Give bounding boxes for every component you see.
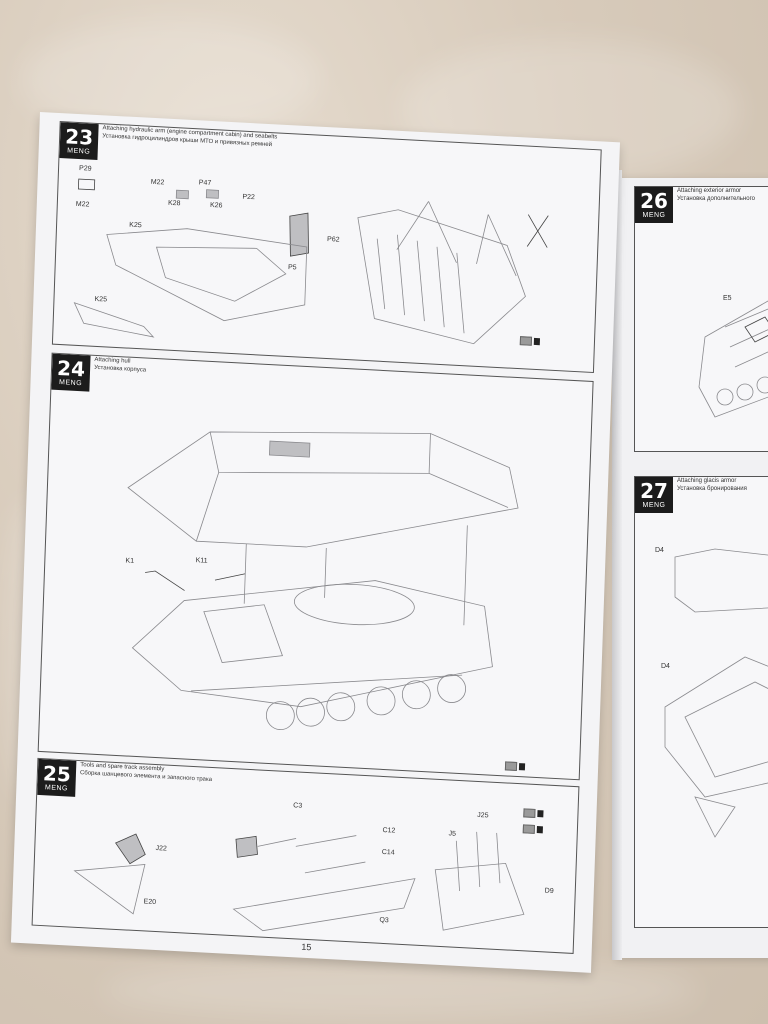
step-25-diagram	[73, 831, 525, 932]
step-27-header: 27 MENG Attaching glacis armor Установка…	[635, 477, 747, 513]
caption-ru: Установка дополнительного	[677, 196, 755, 202]
step-24-diagram	[127, 431, 519, 730]
paint-legend	[523, 808, 544, 818]
brush-icon	[533, 337, 541, 346]
page-gutter	[612, 170, 622, 960]
step-27-brand: MENG	[642, 501, 666, 509]
step-26-badge: 26 MENG	[635, 187, 673, 223]
paint-legend	[519, 336, 541, 346]
step-27-number: 27	[640, 478, 668, 503]
step-26-number: 26	[640, 188, 668, 213]
right-page: 26 MENG Attaching exterior armor Установ…	[618, 178, 768, 958]
paint-swatch-icon	[522, 824, 536, 834]
caption-ru: Установка бронирования	[677, 486, 747, 492]
step-26-panel: 26 MENG Attaching exterior armor Установ…	[634, 186, 768, 452]
background-fold	[100, 960, 700, 1020]
paint-swatch-icon	[523, 808, 536, 818]
paint-swatch-icon	[504, 761, 518, 771]
step-27-diagram	[664, 548, 768, 838]
step-23-panel: 23 MENG Attaching hydraulic arm (engine …	[51, 121, 602, 374]
step-27-caption: Attaching glacis armor Установка брониро…	[677, 477, 747, 493]
step-27-panel: 27 MENG Attaching glacis armor Установка…	[634, 476, 768, 928]
brush-icon	[518, 763, 526, 771]
brush-icon	[537, 810, 544, 818]
part-label: D4	[655, 547, 664, 554]
step-26-diagram	[698, 300, 768, 418]
paint-legend	[504, 761, 526, 771]
step-26-brand: MENG	[642, 211, 666, 219]
part-label: D4	[661, 663, 670, 670]
paint-swatch-icon	[519, 336, 533, 346]
paint-legend	[522, 824, 543, 834]
left-page: 23 MENG Attaching hydraulic arm (engine …	[10, 112, 620, 973]
step-26-caption: Attaching exterior armor Установка допол…	[677, 187, 755, 203]
step-23-diagram	[73, 178, 549, 345]
step-27-badge: 27 MENG	[635, 477, 673, 513]
brush-icon	[536, 826, 543, 834]
step-25-panel: 25 MENG Tools and spare track assembly С…	[31, 757, 580, 954]
step-24-panel: 24 MENG Attaching hull Установка корпуса…	[37, 352, 594, 781]
part-label: E5	[723, 295, 732, 302]
page-number: 15	[301, 941, 312, 953]
caption-en: Attaching exterior armor	[677, 188, 742, 194]
caption-en: Attaching glacis armor	[677, 478, 737, 484]
step-26-header: 26 MENG Attaching exterior armor Установ…	[635, 187, 755, 223]
